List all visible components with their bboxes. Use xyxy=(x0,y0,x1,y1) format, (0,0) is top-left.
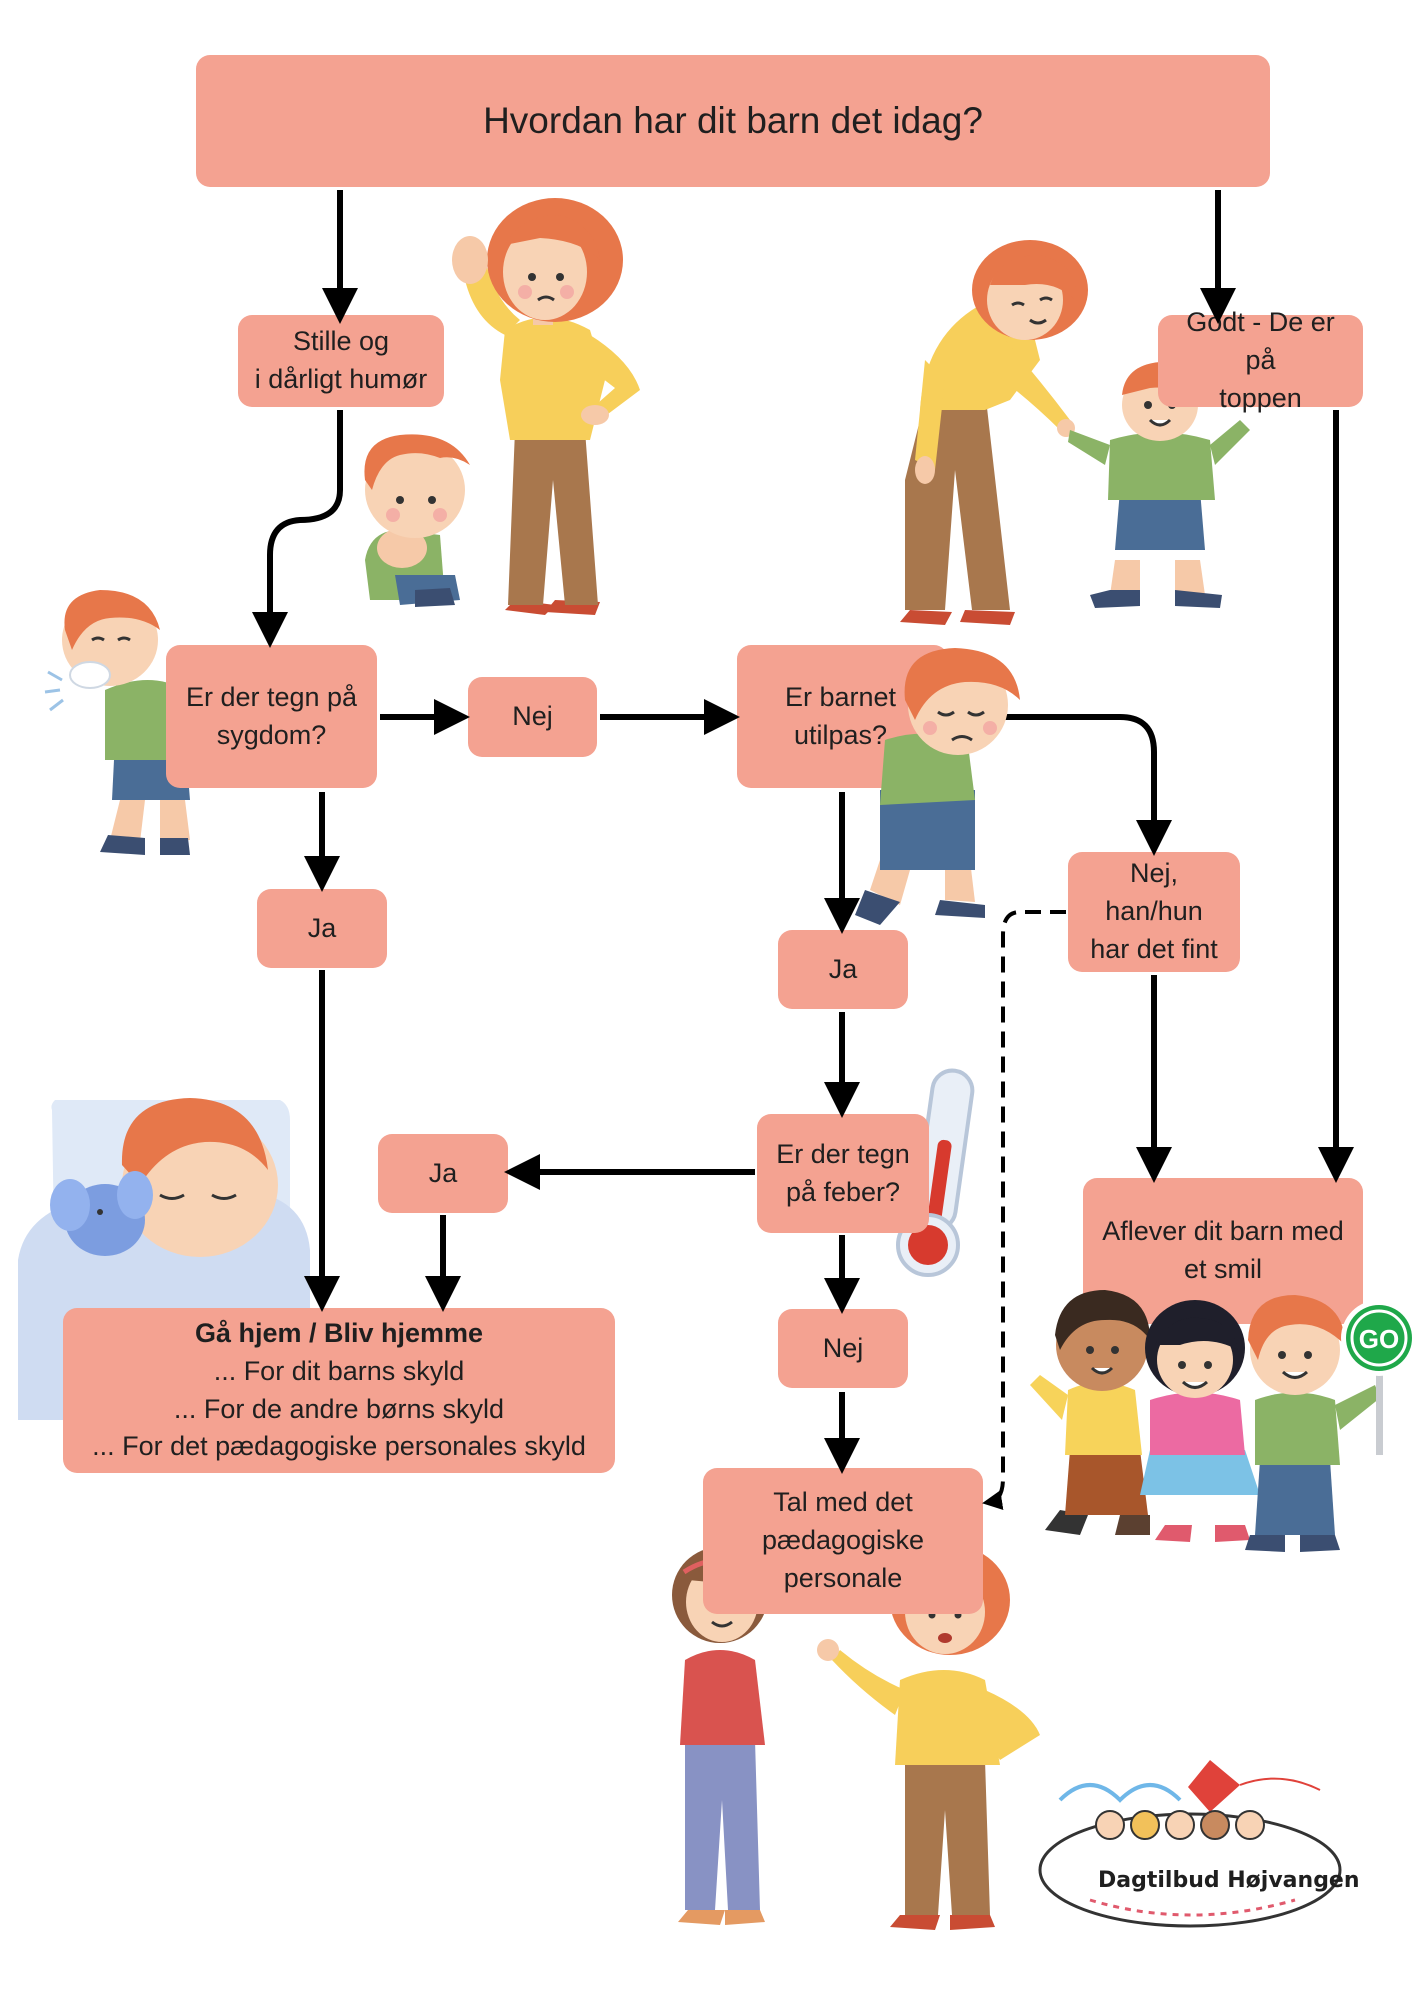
page-title: Hvordan har dit barn det idag? xyxy=(483,100,983,142)
node-go-home-line-1: ... For dit barns skyld xyxy=(213,1355,465,1386)
node-sick-question: Er der tegn på sygdom? xyxy=(166,645,377,788)
tired-boy-illustration xyxy=(855,860,985,925)
node-unwell-question-line-2: utilpas? xyxy=(793,719,888,750)
node-nej-2: Nej xyxy=(778,1309,908,1388)
go-sign-text: GO xyxy=(1359,1324,1399,1354)
node-talk: Tal med det pædagogiske personale xyxy=(703,1468,983,1614)
node-quiet: Stille og i dårligt humør xyxy=(238,315,444,407)
node-fever-question-line-1: Er der tegn xyxy=(776,1138,910,1169)
node-talk-line-1: Tal med det xyxy=(773,1487,913,1518)
node-nej-1: Nej xyxy=(468,677,597,757)
node-good: Godt - De er på toppen xyxy=(1158,307,1363,413)
node-go-home-line-2: ... For de andre børns skyld xyxy=(173,1393,505,1424)
node-sick-question-line-1: Er der tegn på xyxy=(185,681,358,712)
node-talk-line-2: pædagogiske xyxy=(761,1525,925,1556)
node-ja-1: Ja xyxy=(257,889,387,968)
tired-boy-foreground xyxy=(880,648,1020,870)
sad-boy-illustration xyxy=(364,434,470,607)
happy-kids-illustration: GO xyxy=(1030,1290,1414,1552)
node-sick-question-line-2: sygdom? xyxy=(216,719,327,750)
node-quiet-line-2: i dårligt humør xyxy=(254,364,428,394)
node-handover-line-2: et smil xyxy=(1183,1254,1262,1284)
node-ja-2: Ja xyxy=(778,930,908,1009)
node-ja-2-label: Ja xyxy=(828,953,858,984)
node-nej-1-label: Nej xyxy=(512,701,553,732)
node-go-home-line-3: ... For det pædagogiske personales skyld xyxy=(92,1431,586,1462)
node-fever-question-line-2: på feber? xyxy=(785,1176,901,1207)
node-fine-line-2: har det fint xyxy=(1090,933,1218,964)
node-fever-question: Er der tegn på feber? xyxy=(757,1114,929,1233)
kindergarten-logo xyxy=(1038,1760,1342,1928)
node-ja-3-label: Ja xyxy=(428,1157,458,1188)
node-ja-1-label: Ja xyxy=(307,912,337,943)
node-fine-line-1: Nej, han/hun xyxy=(1105,858,1203,927)
node-ja-3: Ja xyxy=(378,1134,508,1213)
node-unwell-question: Er barnet utilpas? xyxy=(737,645,948,788)
node-go-home-title: Gå hjem / Bliv hjemme xyxy=(194,1317,484,1348)
mother-with-child-illustration xyxy=(900,240,1250,625)
node-good-line-2: toppen xyxy=(1219,382,1302,413)
title-box: Hvordan har dit barn det idag? xyxy=(196,55,1270,187)
node-unwell-question-line-1: Er barnet xyxy=(785,681,897,712)
logo-text: Dagtilbud Højvangen xyxy=(1098,1868,1360,1893)
worried-mother-illustration xyxy=(452,198,640,615)
node-talk-line-3: personale xyxy=(783,1562,903,1593)
node-fine: Nej, han/hun har det fint xyxy=(1068,852,1240,972)
node-go-home: Gå hjem / Bliv hjemme ... For dit barns … xyxy=(63,1308,615,1473)
node-handover-line-1: Aflever dit barn med xyxy=(1102,1216,1344,1247)
node-nej-2-label: Nej xyxy=(822,1332,864,1363)
node-quiet-line-1: Stille og xyxy=(292,326,390,357)
